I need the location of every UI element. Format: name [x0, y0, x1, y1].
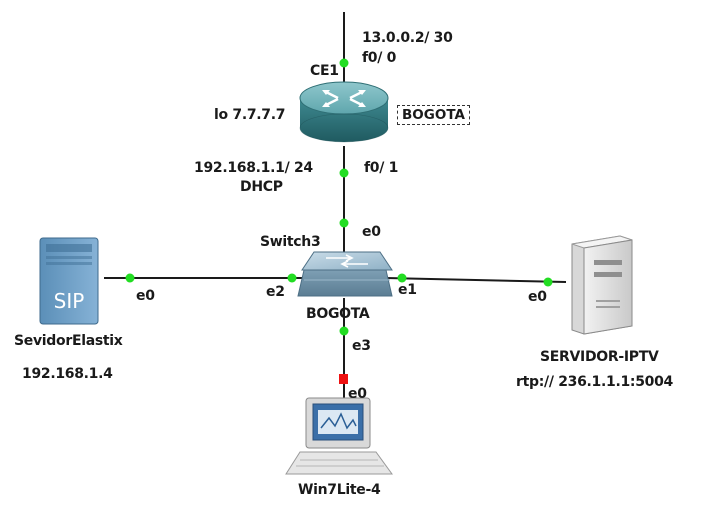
status-dot-sip-e0 [125, 273, 135, 283]
router-uplink-interface: f0/ 0 [362, 50, 397, 66]
status-dot-switch-e3 [339, 326, 349, 336]
router-group-label: BOGOTA [397, 105, 470, 125]
switch-port-e0: e0 [362, 224, 381, 240]
svg-text:SIP: SIP [54, 289, 85, 313]
sip-server-name: SevidorElastix [14, 333, 123, 349]
router-lan-interface: f0/ 1 [364, 160, 399, 176]
status-dot-switch-e0 [339, 218, 349, 228]
iptv-server-port: e0 [528, 289, 547, 305]
router-name: CE1 [310, 63, 339, 79]
link-switch-iptv[interactable] [385, 277, 567, 283]
switch-port-e2: e2 [266, 284, 285, 300]
workstation-icon[interactable] [285, 397, 393, 475]
status-dot-switch-e2 [287, 273, 297, 283]
status-dot-switch-e1 [397, 273, 407, 283]
switch-icon[interactable] [297, 251, 393, 297]
status-dot-router-lan [339, 168, 349, 178]
status-dot-iptv-e0 [543, 277, 553, 287]
router-lan-ip: 192.168.1.1/ 24 [194, 160, 313, 176]
router-icon[interactable] [299, 81, 389, 143]
router-uplink-ip: 13.0.0.2/ 30 [362, 30, 453, 46]
router-loopback: lo 7.7.7.7 [214, 107, 286, 123]
status-dot-host-e0 [339, 374, 348, 384]
iptv-server-stream: rtp:// 236.1.1.1:5004 [516, 374, 673, 390]
host-name: Win7Lite-4 [298, 482, 381, 498]
router-lan-mode: DHCP [240, 179, 283, 195]
sip-server-port: e0 [136, 288, 155, 304]
sip-server-ip: 192.168.1.4 [22, 366, 113, 382]
host-port: e0 [348, 386, 367, 402]
status-dot-uplink [339, 58, 349, 68]
switch-name: Switch3 [260, 234, 321, 250]
switch-port-e3: e3 [352, 338, 371, 354]
sip-server-icon[interactable]: SIP [39, 237, 99, 325]
switch-port-e1: e1 [398, 282, 417, 298]
iptv-server-icon[interactable] [571, 235, 633, 335]
switch-label: BOGOTA [306, 306, 370, 322]
iptv-server-name: SERVIDOR-IPTV [540, 349, 659, 365]
